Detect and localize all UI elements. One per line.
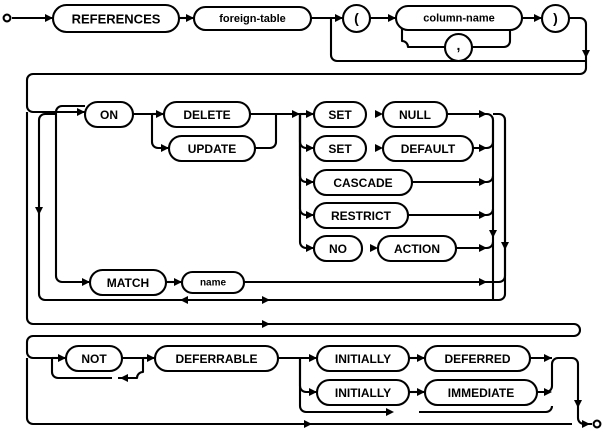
- node-cascade-label: CASCADE: [333, 176, 392, 190]
- diagram-arrowheads: [35, 14, 590, 428]
- node-rparen-label: ): [553, 10, 558, 26]
- node-name-shape[interactable]: [180, 270, 246, 295]
- node-rparen-shape[interactable]: [540, 3, 571, 34]
- node-not-shape[interactable]: [64, 344, 124, 373]
- node-comma-shape[interactable]: [443, 32, 474, 63]
- node-initially-immediate-shape[interactable]: [315, 378, 411, 407]
- node-action-label: ACTION: [394, 242, 440, 256]
- node-match-label: MATCH: [107, 276, 149, 290]
- end-marker-circle: [592, 419, 602, 429]
- node-no[interactable]: NO: [312, 234, 364, 263]
- node-immediate-label: IMMEDIATE: [448, 386, 514, 400]
- node-column-name-label: column-name: [423, 13, 495, 25]
- node-rparen[interactable]: ): [540, 3, 571, 34]
- node-deferred-label: DEFERRED: [444, 352, 510, 366]
- node-set-default-shape[interactable]: [312, 134, 368, 163]
- node-cascade-shape[interactable]: [312, 168, 414, 197]
- node-name[interactable]: name: [180, 270, 246, 295]
- node-not[interactable]: NOT: [64, 344, 124, 373]
- node-lparen-label: (: [354, 10, 359, 26]
- node-restrict-label: RESTRICT: [331, 209, 392, 223]
- node-no-label: NO: [329, 242, 347, 256]
- node-deferrable-label: DEFERRABLE: [175, 352, 257, 366]
- node-set-null-label: SET: [328, 108, 352, 122]
- node-default-label: DEFAULT: [401, 142, 456, 156]
- node-default[interactable]: DEFAULT: [381, 134, 475, 163]
- node-restrict[interactable]: RESTRICT: [312, 201, 410, 230]
- node-foreign-table[interactable]: foreign-table: [192, 5, 313, 32]
- node-set-default-label: SET: [328, 142, 352, 156]
- node-initially-immediate[interactable]: INITIALLY: [315, 378, 411, 407]
- node-foreign-table-label: foreign-table: [219, 13, 286, 25]
- node-delete[interactable]: DELETE: [162, 100, 252, 129]
- node-on-label: ON: [100, 108, 118, 122]
- node-initially-deferred[interactable]: INITIALLY: [315, 344, 411, 373]
- node-initially-immediate-label: INITIALLY: [335, 386, 391, 400]
- node-update[interactable]: UPDATE: [167, 134, 257, 163]
- node-update-shape[interactable]: [167, 134, 257, 163]
- node-foreign-table-shape[interactable]: [192, 5, 313, 32]
- diagram-wires: [12, 11, 592, 426]
- node-null-label: NULL: [399, 108, 431, 122]
- node-lparen-shape[interactable]: [341, 3, 372, 34]
- node-match-shape[interactable]: [88, 268, 168, 297]
- node-deferred[interactable]: DEFERRED: [423, 344, 532, 373]
- node-on-shape[interactable]: [83, 100, 135, 129]
- node-not-label: NOT: [81, 352, 107, 366]
- node-initially-deferred-label: INITIALLY: [335, 352, 391, 366]
- node-name-label: name: [200, 278, 227, 289]
- node-column-name[interactable]: column-name: [394, 4, 524, 32]
- node-initially-deferred-shape[interactable]: [315, 344, 411, 373]
- node-comma-label: ,: [457, 37, 461, 53]
- node-action[interactable]: ACTION: [376, 234, 458, 263]
- node-lparen[interactable]: (: [341, 3, 372, 34]
- node-update-label: UPDATE: [188, 142, 236, 156]
- node-deferrable-shape[interactable]: [153, 344, 280, 373]
- node-set-default[interactable]: SET: [312, 134, 368, 163]
- node-deferrable[interactable]: DEFERRABLE: [153, 344, 280, 373]
- node-set-null-shape[interactable]: [312, 100, 368, 129]
- node-references[interactable]: REFERENCES: [51, 3, 181, 34]
- node-references-shape[interactable]: [51, 3, 181, 34]
- start-marker-circle: [2, 13, 12, 23]
- node-delete-shape[interactable]: [162, 100, 252, 129]
- node-set-null[interactable]: SET: [312, 100, 368, 129]
- node-deferred-shape[interactable]: [423, 344, 532, 373]
- node-cascade[interactable]: CASCADE: [312, 168, 414, 197]
- node-immediate[interactable]: IMMEDIATE: [423, 378, 539, 407]
- node-no-shape[interactable]: [312, 234, 364, 263]
- node-immediate-shape[interactable]: [423, 378, 539, 407]
- node-default-shape[interactable]: [381, 134, 475, 163]
- node-null[interactable]: NULL: [381, 100, 449, 129]
- node-action-shape[interactable]: [376, 234, 458, 263]
- node-delete-label: DELETE: [183, 108, 230, 122]
- node-references-label: REFERENCES: [72, 12, 161, 27]
- node-comma[interactable]: ,: [443, 32, 474, 63]
- node-restrict-shape[interactable]: [312, 201, 410, 230]
- node-null-shape[interactable]: [381, 100, 449, 129]
- node-on[interactable]: ON: [83, 100, 135, 129]
- node-column-name-shape[interactable]: [394, 4, 524, 32]
- node-match[interactable]: MATCH: [88, 268, 168, 297]
